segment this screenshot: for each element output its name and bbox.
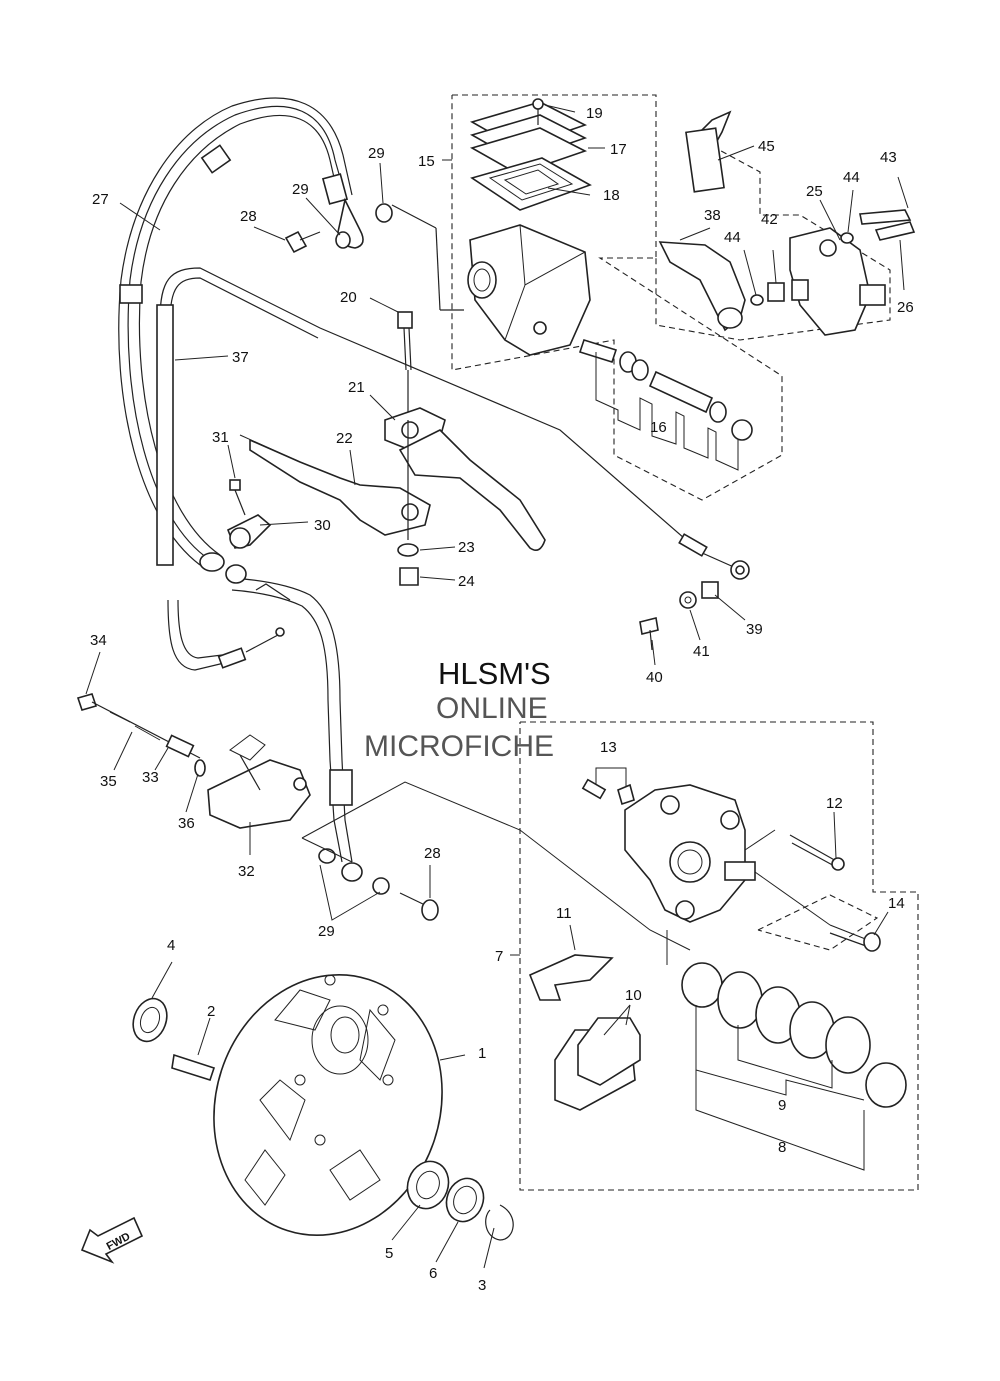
callout-25: 25 [806,183,823,200]
callout-10: 10 [625,987,642,1004]
callout-33: 33 [142,769,159,786]
brake-pedal-38 [658,241,746,332]
callout-29-right: 29 [368,145,385,162]
callout-7: 7 [495,948,503,965]
callout-16: 16 [650,419,667,436]
callout-28-bottom: 28 [424,845,441,862]
callout-13: 13 [600,739,617,756]
callout-30: 30 [314,517,331,534]
callout-29-bottom: 29 [318,923,335,940]
piston-seals-8-9 [681,962,907,1171]
callout-20: 20 [340,289,357,306]
small-parts-2-6 [132,997,514,1241]
caliper-group-box [519,721,919,1191]
callout-43: 43 [880,149,897,166]
callout-28-top: 28 [240,208,257,225]
callout-11: 11 [556,905,572,922]
pedal-bracket-25 [789,227,886,336]
callout-35: 35 [100,773,117,790]
callout-labels: 1 2 3 4 5 6 7 8 9 10 11 12 13 14 15 16 1… [90,105,914,1294]
callout-41: 41 [693,643,710,660]
switch-30 [226,479,272,549]
callout-21: 21 [348,379,365,396]
callout-23: 23 [458,539,475,556]
watermark: HLSM'S ONLINE MICROFICHE [364,656,554,763]
callout-2: 2 [207,1003,215,1020]
callout-40: 40 [646,669,663,686]
caliper-bolts-12-14 [754,834,881,952]
watermark-line-2: ONLINE [436,692,548,725]
callout-32: 32 [238,863,255,880]
watermark-line-1: HLSM'S [438,656,551,691]
callout-17: 17 [610,141,627,158]
callout-5: 5 [385,1245,393,1262]
brake-disc-1 [213,973,443,1237]
callout-37: 37 [232,349,249,366]
callout-39: 39 [746,621,763,638]
forward-direction-arrow: FWD [80,1216,144,1264]
callout-26: 26 [897,299,914,316]
callout-36: 36 [178,815,195,832]
callout-34: 34 [90,632,107,649]
callout-6: 6 [429,1265,437,1282]
callout-15: 15 [418,153,435,170]
banjo-washers-and-bolts [284,203,439,921]
callout-1: 1 [478,1045,486,1062]
rear-caliper-32 [207,734,311,829]
callout-27: 27 [92,191,109,208]
bolt-14-box [757,894,879,951]
reservoir-cap-assembly [469,98,592,211]
callout-42: 42 [761,211,778,228]
callout-31: 31 [212,429,229,446]
bleed-screw-13 [581,767,635,806]
caliper-pins-33-36 [76,693,206,777]
callout-3: 3 [478,1277,486,1294]
rod-end-hardware [639,581,719,651]
callout-19: 19 [586,105,603,122]
brake-lever-assembly [239,407,546,586]
piston-kit-16 [578,339,753,471]
front-caliper-body [624,784,756,923]
assembly-guide-lines [301,781,776,965]
master-cylinder-body [391,204,591,356]
callout-12: 12 [826,795,843,812]
callout-45: 45 [758,138,775,155]
pedal-hardware [685,110,916,306]
pad-spring-11 [528,954,614,1001]
callout-44-left: 44 [724,229,741,246]
callout-18: 18 [603,187,620,204]
callout-4: 4 [167,937,175,954]
master-cylinder-group-box [451,94,783,501]
brake-pads-10 [554,1017,641,1111]
callout-29-left: 29 [292,181,309,198]
callout-14: 14 [888,895,905,912]
callout-9: 9 [778,1097,786,1114]
callout-38: 38 [704,207,721,224]
callout-44-right: 44 [843,169,860,186]
callout-24: 24 [458,573,475,590]
brake-cable-37 [156,267,750,671]
watermark-line-3: MICROFICHE [364,730,554,763]
brake-hose-27 [118,97,364,566]
leader-lines [85,104,909,1269]
callout-8: 8 [778,1139,786,1156]
brake-hose-front [199,552,363,882]
callout-22: 22 [336,430,353,447]
pedal-group-box [655,131,891,341]
